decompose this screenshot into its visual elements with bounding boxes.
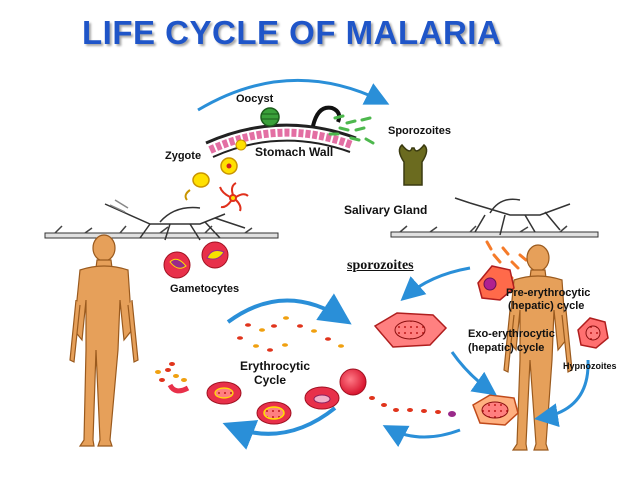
oocyst-icon [260,107,280,127]
label-oocyst: Oocyst [236,93,274,105]
label-exo-erythrocytic-2: (hepatic) cycle [468,342,545,354]
skin-left-icon [44,225,279,239]
merozoite-trail [369,396,456,417]
human-figure-right-icon [503,244,573,451]
infected-rbc-ring [304,386,340,410]
arrow-merozoite-release [382,425,461,448]
rupturing-rbc-icon [155,362,190,394]
rupturing-liver-cell-icon [472,394,519,426]
label-exo-erythrocytic-1: Exo-erythrocytic [468,328,555,340]
infected-rbc-schizont [256,401,292,425]
label-salivary-gland: Salivary Gland [344,203,428,217]
label-pre-erythrocytic-1: Pre-erythrocytic [506,287,591,299]
mosquito-icon [104,199,246,241]
skin-right-icon [390,225,599,238]
merozoite-dots [237,316,344,352]
arrow-liver-down [450,351,497,396]
label-zygote: Zygote [165,150,202,162]
liver-cell-body-icon [477,265,515,301]
hypnozoite-liver-cell-icon [577,317,609,349]
label-erythrocytic-1: Erythrocytic [240,359,311,373]
label-sporozoites-mid: sporozoites [347,258,414,273]
label-pre-erythrocytic-2: (hepatic) cycle [508,300,585,312]
salivary-gland-icon [398,143,428,186]
label-stomach-wall: Stomach Wall [255,145,334,159]
arrow-hypnozoite-relapse [534,359,590,427]
label-sporozoites-top: Sporozoites [388,125,451,137]
sporozoite-dashes [328,114,375,145]
red-blood-cell-icon [339,368,367,396]
arrow-to-liver [400,266,471,301]
arrow-top-arc [197,78,390,112]
liver-cell-icon [373,312,448,348]
arrow-erythrocytic-bottom [222,406,337,450]
label-erythrocytic-2: Cycle [254,373,287,387]
stomach-wall-icon [205,123,357,158]
diagram-title: LIFE CYCLE OF MALARIA [82,14,502,51]
human-figure-icon [69,234,139,447]
arrow-erythrocytic-top [226,293,352,325]
gametocyte-cells-icon [163,241,229,279]
label-hypnozoites: Hypnozoites [563,361,617,371]
mosquito-right-icon [454,197,571,236]
microgamete-icon [219,182,249,212]
label-gametocytes: Gametocytes [170,283,240,295]
infected-rbc-trophozoite [206,381,242,405]
zygote-icon [184,139,247,201]
